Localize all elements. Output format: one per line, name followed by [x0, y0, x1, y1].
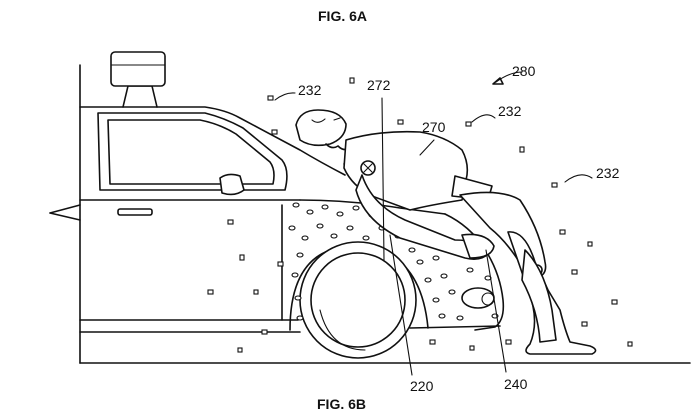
vehicle-tail — [50, 205, 80, 220]
callout-assembly: 280 — [512, 63, 536, 79]
callout-particles-top: 232 — [298, 82, 322, 98]
flying-particles — [208, 78, 632, 352]
callout-hood-coating: 220 — [410, 378, 434, 394]
callout-head-contact: 272 — [367, 77, 391, 93]
callout-particles-far-right: 232 — [596, 165, 620, 181]
front-wheel — [300, 242, 416, 358]
figure-title-bottom: FIG. 6B — [317, 396, 366, 412]
door-handle — [118, 209, 152, 215]
callout-front-bumper: 240 — [504, 376, 528, 392]
fog-light — [462, 288, 494, 308]
callout-pedestrian: 270 — [422, 119, 446, 135]
callout-particles-right: 232 — [498, 103, 522, 119]
roof-sensor — [111, 52, 165, 107]
vehicle-window — [98, 113, 287, 190]
side-mirror — [220, 174, 244, 194]
